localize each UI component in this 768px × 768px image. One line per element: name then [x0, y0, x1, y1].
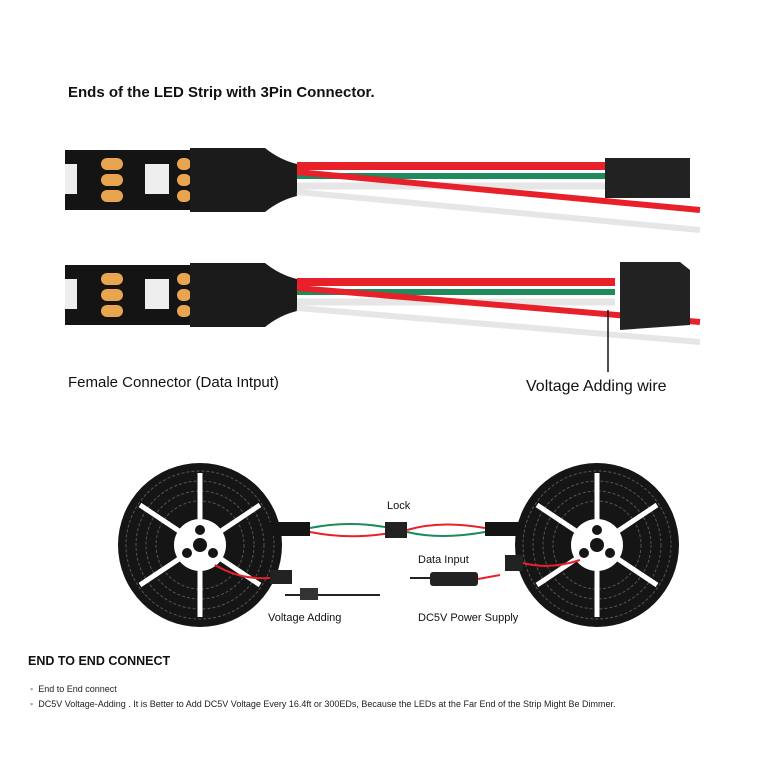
- led-strip-male-end: [65, 148, 701, 233]
- female-connector: [620, 262, 690, 330]
- lock-label: Lock: [387, 500, 411, 512]
- bullet-item: DC5V Voltage-Adding . It is Better to Ad…: [30, 699, 615, 709]
- voltage-wire-label: Voltage Adding wire: [526, 378, 667, 395]
- male-connector: [605, 158, 690, 198]
- page-title: Ends of the LED Strip with 3Pin Connecto…: [68, 84, 375, 101]
- led-strip-female-end: [65, 262, 701, 372]
- end-to-end-diagram: [118, 463, 679, 627]
- power-supply-label: DC5V Power Supply: [418, 612, 519, 624]
- bullet-item: End to End connect: [30, 684, 117, 694]
- voltage-adding-label: Voltage Adding: [268, 612, 342, 624]
- data-input-label: Data Input: [418, 554, 469, 566]
- female-connector-label: Female Connector (Data Intput): [68, 374, 279, 391]
- section-heading: END TO END CONNECT: [28, 654, 171, 668]
